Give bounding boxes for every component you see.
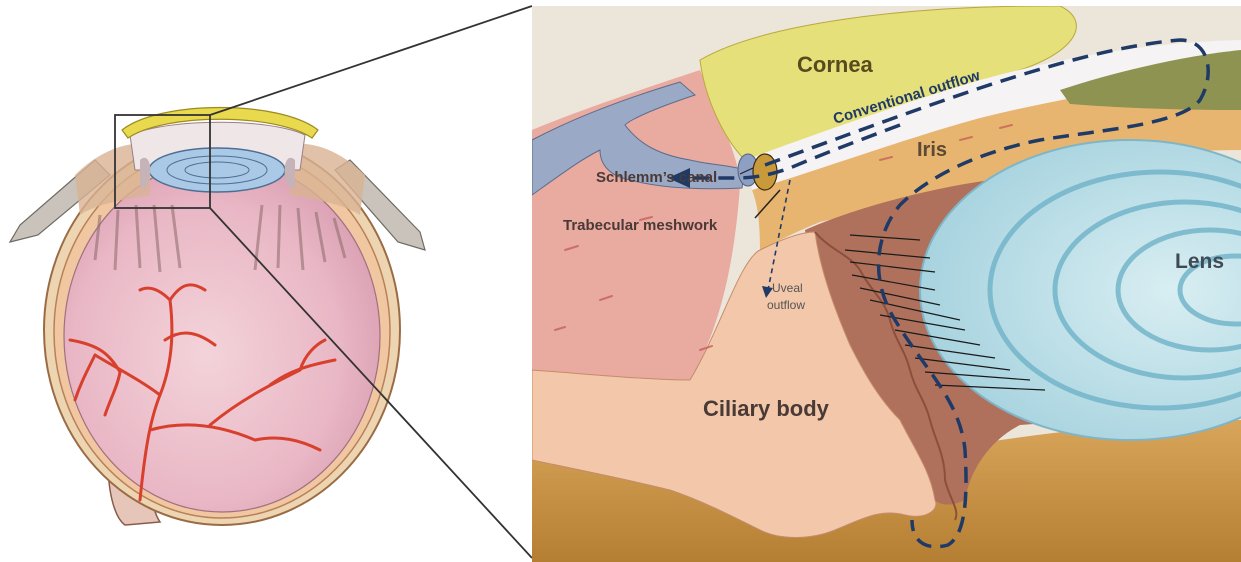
whole-eye-illustration — [10, 108, 425, 526]
label-cornea: Cornea — [797, 52, 874, 77]
label-trabecular-meshwork: Trabecular meshwork — [563, 217, 718, 234]
label-iris: Iris — [917, 139, 947, 161]
label-uveal-outflow-line1: Uveal — [772, 281, 803, 295]
zoom-connector-top — [210, 6, 532, 115]
label-schlemms-canal: Schlemm’s canal — [596, 169, 717, 186]
lens-small — [149, 148, 285, 192]
label-lens: Lens — [1175, 250, 1224, 273]
vitreous-body — [64, 160, 380, 512]
magnified-anterior-segment: Cornea Conventional outflow Iris Lens Sc… — [532, 6, 1241, 562]
label-ciliary-body: Ciliary body — [703, 396, 830, 421]
label-uveal-outflow-line2: outflow — [767, 298, 805, 312]
